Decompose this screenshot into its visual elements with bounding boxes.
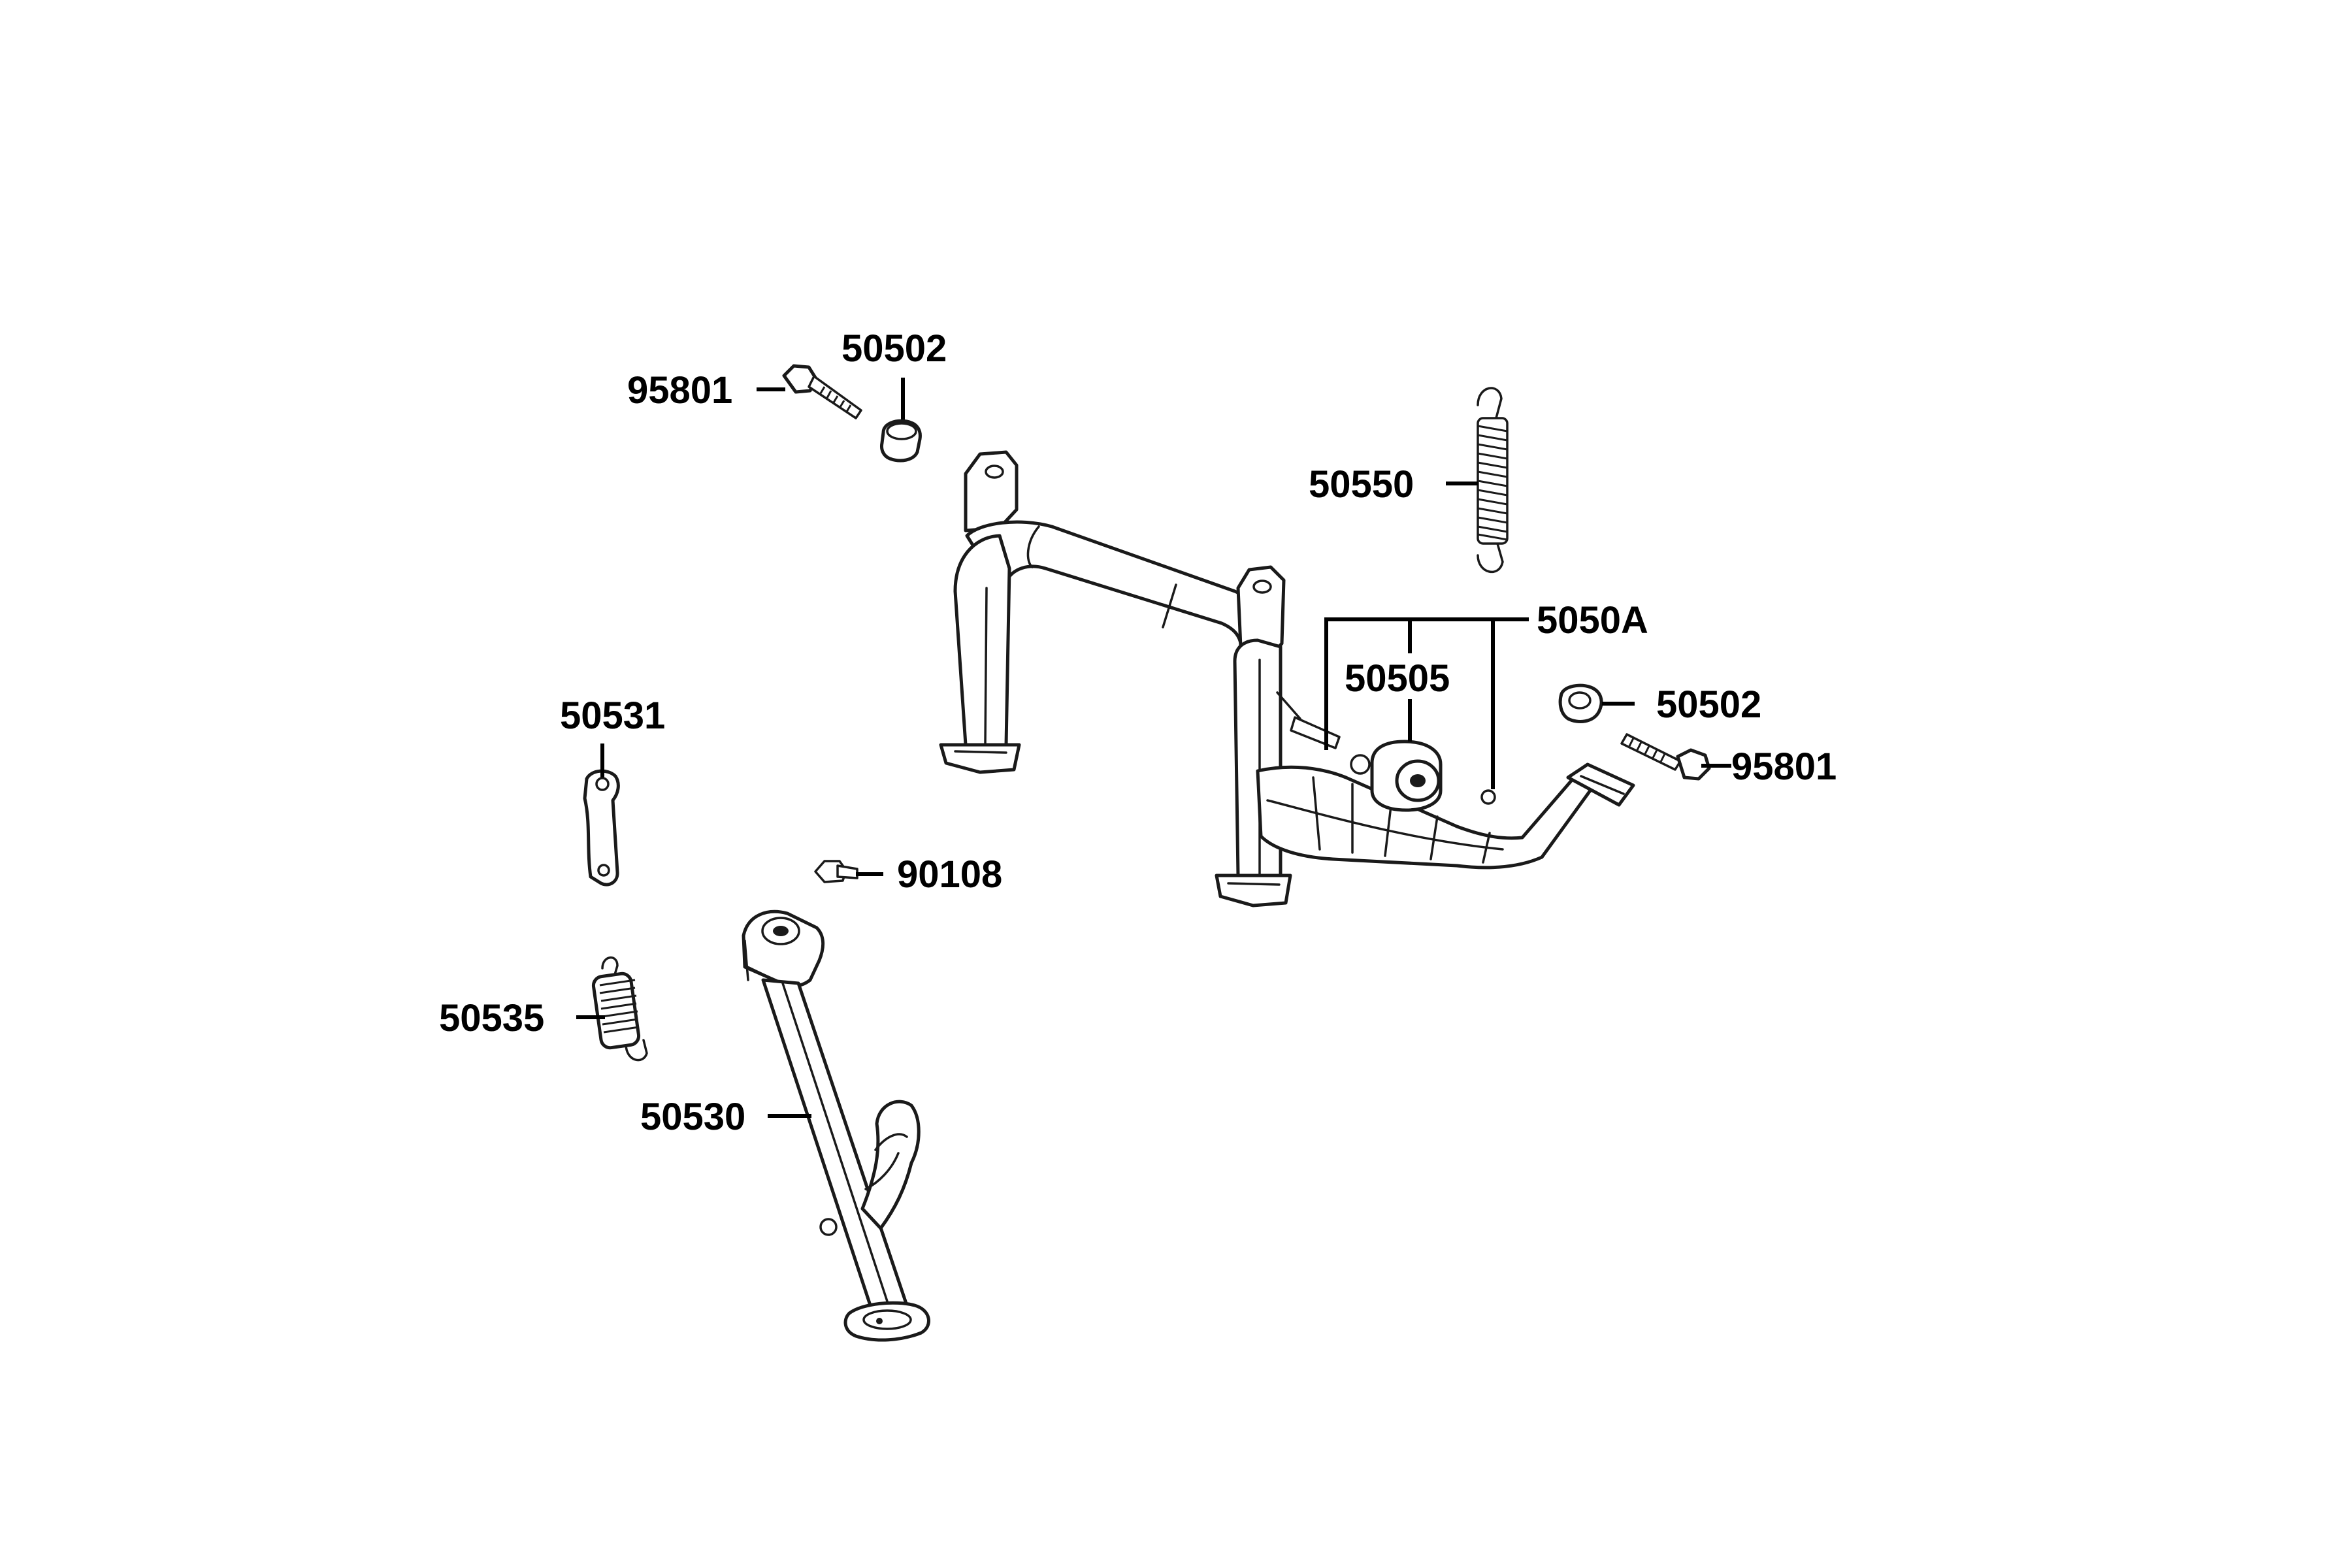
callout-rubber-stopper: 50505 xyxy=(1345,657,1450,700)
callout-stopper-pin: 90108 xyxy=(897,853,1002,896)
callout-collar-left: 50502 xyxy=(841,327,947,370)
leader-lines xyxy=(576,378,1731,1118)
bolt-right xyxy=(1620,733,1711,781)
callout-spring-main: 50550 xyxy=(1309,463,1414,506)
callout-side-stand: 50530 xyxy=(640,1096,745,1138)
callout-main-stand-assy: 5050A xyxy=(1537,599,1648,642)
callout-collar-right: 50502 xyxy=(1656,683,1761,726)
side-stand-spring xyxy=(591,956,648,1062)
collar-right xyxy=(1558,683,1603,723)
callout-side-stand-plate: 50531 xyxy=(560,694,665,737)
collar-left xyxy=(880,419,922,463)
bolt-left xyxy=(782,364,862,419)
main-stand-spring xyxy=(1477,387,1509,574)
callout-bolt-right: 95801 xyxy=(1731,745,1837,788)
stopper-pin xyxy=(814,860,858,883)
rubber-stopper xyxy=(1350,740,1496,812)
main-stand xyxy=(939,450,1635,907)
callout-bolt-left: 95801 xyxy=(627,369,732,412)
callout-labels: 95801 50502 50550 5050A 50505 50502 9580… xyxy=(439,327,1837,1138)
callout-side-stand-spring: 50535 xyxy=(439,997,544,1039)
side-stand xyxy=(742,909,930,1342)
side-stand-plate xyxy=(583,769,620,887)
